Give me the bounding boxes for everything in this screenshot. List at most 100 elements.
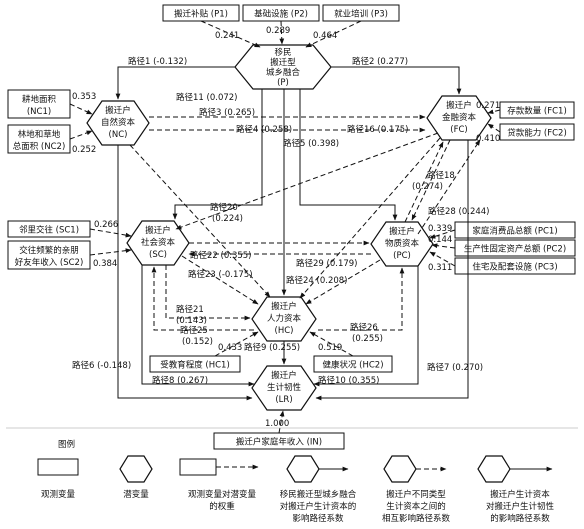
label-hc2: 健康状况 (HC2) [322, 360, 383, 371]
arrow-load-hc1 [214, 331, 259, 357]
label-pc-2: 物质资本 [385, 238, 420, 249]
loading-arrows [69, 20, 501, 434]
legend-title: 图例 [58, 439, 75, 450]
arrow-load-p1 [200, 20, 261, 48]
label-lr-1: 搬迁户 [271, 370, 297, 381]
arrow-load-pc1 [429, 229, 456, 239]
label-nc-1: 搬迁户 [105, 105, 131, 116]
label-fc-2: 金融资本 [442, 112, 477, 123]
legend-weight-label-1: 观测变量对潜变量 [188, 489, 257, 500]
label-in: 搬迁户家庭年收入 (IN) [236, 437, 322, 448]
arrow-path3 [172, 89, 263, 220]
arrow-load-pc2 [431, 243, 456, 249]
arrow-load-fc2 [487, 123, 501, 133]
legend-p-label-1: 移民搬迁型城乡融合 [280, 489, 357, 500]
arrow-path18b [404, 141, 444, 223]
label-path8: 路径8 (0.267) [152, 375, 208, 386]
label-p-4: (P) [277, 78, 289, 88]
label-fc2: 贷款能力 (FC2) [507, 128, 567, 139]
observed-variables: 搬迁补贴 (P1) 基础设施 (P2) 就业培训 (P3) 耕地面积 (NC1)… [7, 4, 576, 450]
label-path9: 路径9 (0.255) [244, 342, 300, 353]
box-sc2 [7, 240, 91, 270]
label-path25a: 路径25 [180, 325, 208, 336]
label-hc-1: 搬迁户 [271, 301, 297, 312]
label-fc1: 存款数量 (FC1) [507, 106, 567, 117]
hex-nc [86, 100, 150, 146]
label-sc1: 邻里交往 (SC1) [19, 225, 79, 236]
legend-p-label-3: 影响路径系数 [292, 513, 344, 524]
label-path3: 路径3 (0.265) [199, 107, 255, 118]
legend-lr-label-1: 搬迁户生计资本 [490, 489, 550, 500]
loading-values: 0.241 0.289 0.464 0.353 0.252 0.266 0.38… [72, 26, 500, 429]
arrow-load-nc2 [69, 130, 93, 140]
arrow-path18a [411, 139, 451, 221]
arrow-load-nc1 [69, 103, 93, 115]
label-path18a: 路径18 [427, 170, 455, 181]
label-path23: 路径23 (-0.175) [188, 269, 253, 280]
coef-pc1: 0.339 [428, 224, 452, 234]
label-pc-3: (PC) [393, 251, 411, 261]
label-p2: 基础设施 (P2) [254, 9, 308, 20]
arrow-load-fc1 [487, 109, 501, 115]
legend-mutual-swatch [383, 455, 417, 483]
label-pc1: 家庭消费品总额 (PC1) [472, 226, 557, 237]
label-path25b: (0.152) [182, 337, 213, 347]
coef-sc1: 0.266 [94, 220, 118, 230]
label-nc1-line1: 耕地面积 [22, 94, 57, 105]
label-path22: 路径22 (0.355) [190, 250, 251, 261]
coef-in: 1.000 [265, 419, 289, 429]
label-sc2-line1: 交往频繁的亲朋 [19, 245, 79, 256]
label-nc2-line1: 林地和草地 [18, 129, 61, 140]
legend-lr-label-3: 的影响路径系数 [490, 513, 550, 524]
coef-fc2: 0.410 [476, 134, 500, 144]
label-fc-3: (FC) [450, 125, 467, 135]
label-path20a: 路径20 [210, 202, 238, 213]
label-pc3: 住宅及配套设施 (PC3) [472, 262, 557, 273]
label-path7: 路径7 (0.270) [427, 362, 483, 373]
legend-weight-label-2: 的权重 [209, 501, 235, 512]
label-hc-3: (HC) [275, 326, 294, 336]
label-nc-2: 自然资本 [101, 117, 136, 128]
arrow-path26 [318, 267, 405, 331]
hex-lr [251, 365, 317, 411]
legend-observed-swatch [37, 458, 79, 476]
label-path28: 路径28 (0.244) [428, 206, 489, 217]
legend-p-label-2: 对搬迁户生计资本的 [280, 501, 357, 512]
arrow-load-p2 [279, 20, 285, 45]
label-path24: 路径24 (0.208) [286, 275, 347, 286]
box-nc2 [7, 124, 71, 154]
arrow-load-in [278, 410, 285, 434]
coef-pc3: 0.311 [428, 263, 452, 273]
label-path4: 路径4 (0.258) [236, 124, 292, 135]
arrow-path7 [315, 140, 469, 401]
coef-nc1: 0.353 [72, 92, 96, 102]
arrow-path21 [165, 265, 251, 321]
label-sc-2: 社会资本 [141, 237, 176, 248]
legend-mutual-label-1: 搬迁户不同类型 [386, 489, 446, 500]
arrow-path23 [181, 255, 259, 305]
label-fc-1: 搬迁户 [446, 100, 472, 111]
arrow-path24 [305, 259, 381, 305]
arrow-path8 [141, 265, 255, 387]
coef-p1: 0.241 [215, 31, 239, 41]
label-path1: 路径1 (-0.132) [128, 56, 187, 67]
label-nc-3: (NC) [109, 130, 128, 140]
arrow-path1 [115, 66, 235, 100]
label-path16: 路径16 (0.175) [347, 124, 408, 135]
arrow-load-sc2 [89, 248, 132, 256]
label-path21b: (0.143) [176, 316, 207, 326]
arrow-path6 [117, 145, 253, 401]
arrow-path25 [151, 266, 254, 331]
arrow-path28 [417, 139, 481, 235]
label-p-3: 城乡融合 [266, 67, 301, 78]
legend-latent-swatch [119, 455, 153, 483]
label-path29: 路径29 (0.179) [296, 258, 357, 269]
label-p-1: 移民 [274, 47, 291, 58]
label-p1: 搬迁补贴 (P1) [174, 9, 228, 20]
coef-p2: 0.289 [266, 26, 290, 36]
legend-latent-label: 潜变量 [123, 489, 149, 500]
box-hc1 [149, 355, 241, 373]
label-path26a: 路径26 [350, 322, 378, 333]
label-path6: 路径6 (-0.148) [72, 360, 131, 371]
label-pc2: 生产性固定资产总额 (PC2) [464, 244, 566, 255]
